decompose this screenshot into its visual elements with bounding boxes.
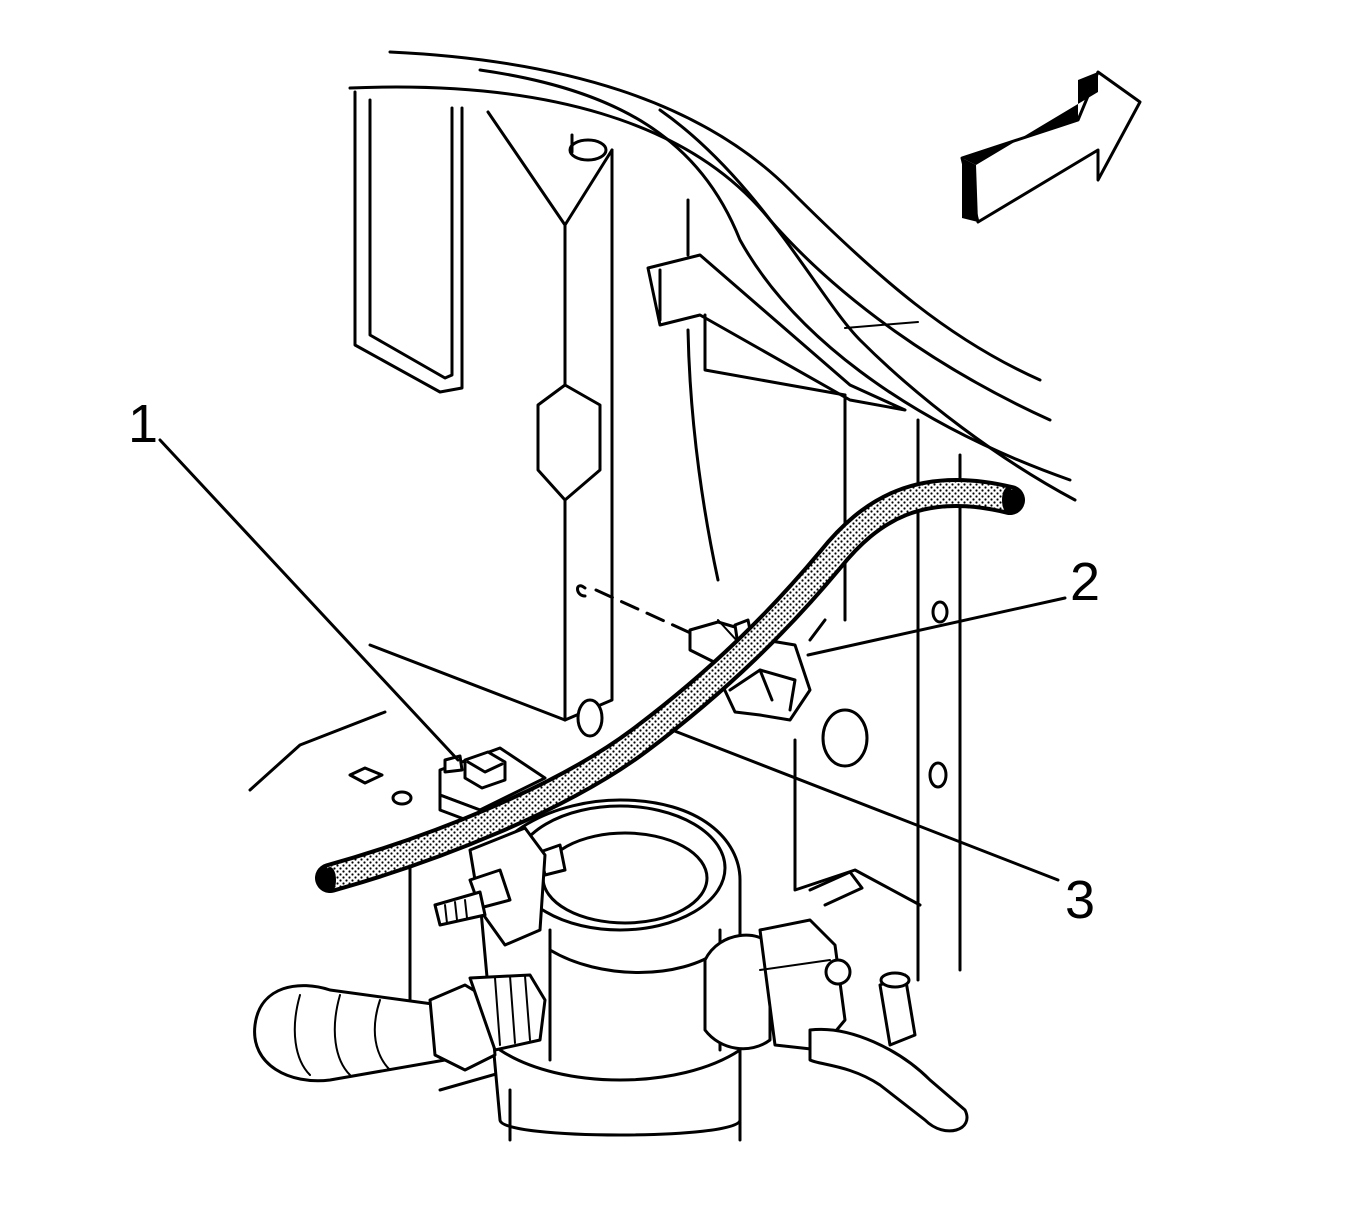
filler-neck <box>478 798 742 1142</box>
vent-hose <box>315 477 1025 893</box>
callout-2: 2 <box>1070 552 1100 612</box>
leader-line-3 <box>670 728 1060 882</box>
left-hose <box>253 973 547 1083</box>
bolt-bracket <box>438 746 547 827</box>
frame-rail <box>793 393 962 982</box>
leader-line-1 <box>158 438 460 762</box>
callout-3: 3 <box>1065 870 1095 930</box>
leader-line-2 <box>806 596 1067 657</box>
frame-opening <box>353 90 464 394</box>
upper-body-panel <box>348 50 1077 502</box>
callout-1: 1 <box>128 394 158 454</box>
forward-direction-arrow-icon <box>960 70 1142 224</box>
vertical-bracket <box>486 110 614 738</box>
right-hose <box>703 918 969 1133</box>
cross-member <box>646 198 907 582</box>
clamp-strap <box>433 826 547 947</box>
leader-lines <box>158 438 1067 882</box>
